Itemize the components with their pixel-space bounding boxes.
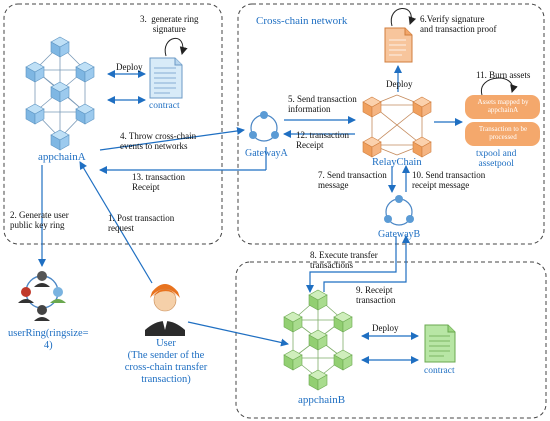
step11-label: 11. Burn assets xyxy=(476,70,531,80)
pool-box-transactions-label: Transaction to be processed xyxy=(478,125,528,141)
gateway-a-icon xyxy=(249,111,279,142)
step6-loop-arrow xyxy=(390,8,417,27)
deploy-b-label: Deploy xyxy=(372,323,399,333)
pool-box-assets-label: Assets mapped by appchainA xyxy=(477,98,529,114)
appchainA-cubes xyxy=(25,36,95,151)
step11-loop-arrow xyxy=(481,77,518,96)
relaychain-label: RelayChain xyxy=(372,157,422,168)
step4-arrow xyxy=(99,127,245,151)
step2-label: 2. Generate user public key ring xyxy=(10,210,69,230)
user-ring-label: userRing(ringsize= 4) xyxy=(8,328,89,351)
step1-label: 1. Post transaction request xyxy=(108,213,175,233)
deploy-a-label: Deploy xyxy=(116,62,143,72)
step8-arrow xyxy=(306,236,397,293)
user-label: User (The sender of the cross-chain tran… xyxy=(124,338,208,385)
gateway-a-label: GatewayA xyxy=(245,148,288,159)
gateway-b-icon xyxy=(384,195,414,226)
deploy-relay-label: Deploy xyxy=(386,79,413,89)
cross-chain-network-frame xyxy=(237,3,545,245)
step4-label: 4. Throw cross-chain events to networks xyxy=(120,131,197,151)
step9-arrow xyxy=(323,235,410,292)
user-icon xyxy=(145,284,185,336)
network-title: Cross-chain network xyxy=(256,15,348,27)
relay-contract-document-icon xyxy=(384,27,413,63)
step1-arrow xyxy=(79,161,153,284)
txpool-label: txpool and assetpool xyxy=(476,149,517,169)
relaychain-cubes xyxy=(362,96,432,158)
pool-box-transactions xyxy=(465,122,540,146)
contract-b-label: contract xyxy=(424,366,455,376)
user-to-appchainB-arrow xyxy=(187,321,289,347)
user-ring-icon xyxy=(18,271,66,321)
step3-label: 3. generate ring signature xyxy=(140,14,199,34)
contract-a-document-icon xyxy=(149,57,183,99)
gateway-b-label: GatewayB xyxy=(378,229,421,240)
appchainB-frame xyxy=(235,261,547,419)
step13-label: 13. transaction Receipt xyxy=(132,172,185,192)
appchainB-cubes xyxy=(283,289,353,391)
step9-label: 9. Receipt transaction xyxy=(356,285,396,305)
step6-label: 6.Verify signature and transaction proof xyxy=(420,14,497,34)
contract-a-label: contract xyxy=(149,101,180,111)
step10-label: 10. Send transaction receipt message xyxy=(412,170,486,190)
step5-label: 5. Send transaction information xyxy=(288,94,357,114)
step12-label: 12. transaction Receipt xyxy=(296,130,349,150)
contract-b-document-icon xyxy=(424,324,456,363)
pool-box-assets xyxy=(465,95,540,119)
appchainA-label: appchainA xyxy=(38,151,86,163)
step3-loop-arrow xyxy=(164,37,188,57)
step8-label: 8. Execute transfer transactions xyxy=(310,250,378,270)
step7-label: 7. Send transaction message xyxy=(318,170,387,190)
appchainA-frame xyxy=(3,3,223,245)
appchainB-label: appchainB xyxy=(298,394,346,406)
